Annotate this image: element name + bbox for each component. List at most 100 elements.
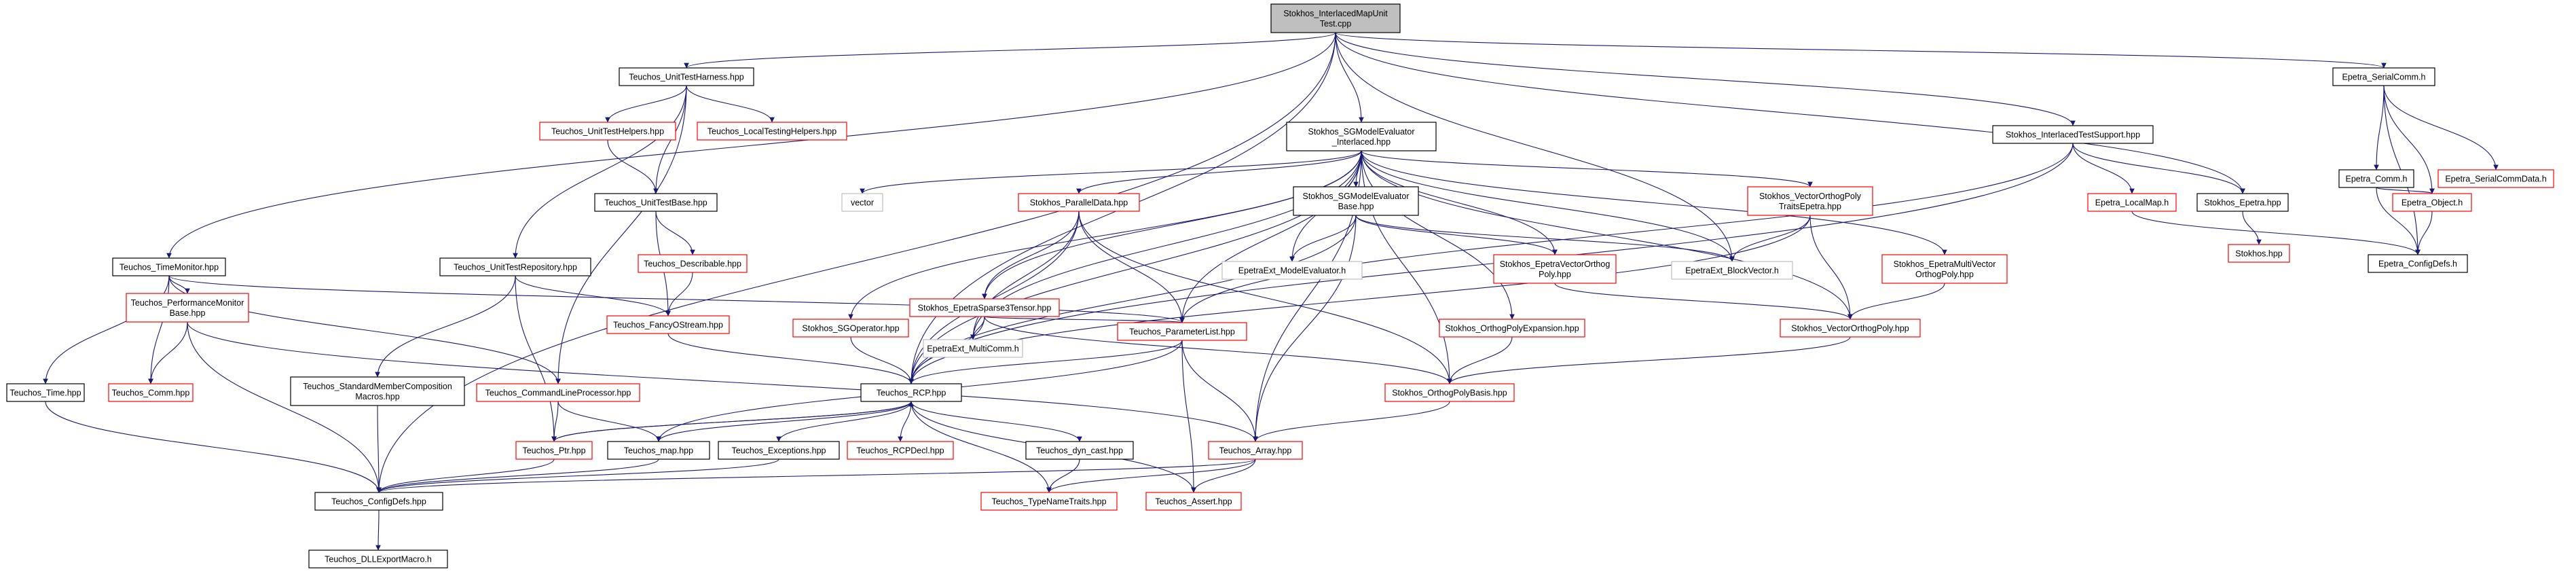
graph-node-map[interactable]: Teuchos_map.hpp: [607, 441, 710, 460]
edge-ec-to-eo: [2376, 187, 2435, 194]
graph-node-ecd[interactable]: Epetra_ConfigDefs.h: [2368, 254, 2468, 273]
edge-rcp-to-map: [656, 401, 912, 442]
node-label: Base.hpp: [170, 308, 206, 318]
node-box: [6, 383, 85, 402]
node-box: [792, 319, 909, 338]
edge-vope-to-ebv: [1729, 215, 1811, 262]
edge-uth-to-uthelp: [605, 85, 687, 123]
graph-node-elm[interactable]: Epetra_LocalMap.h: [2087, 193, 2177, 212]
node-box: [1270, 3, 1401, 33]
edge-meib-to-eme: [1289, 215, 1357, 262]
graph-node-lth[interactable]: Teuchos_LocalTestingHelpers.hpp: [697, 122, 847, 141]
graph-node-comm[interactable]: Teuchos_Comm.hpp: [108, 383, 194, 402]
graph-node-uth[interactable]: Teuchos_UnitTestHarness.hpp: [619, 67, 754, 86]
graph-node-tm[interactable]: Teuchos_TimeMonitor.hpp: [112, 257, 226, 276]
graph-node-pl[interactable]: Teuchos_ParameterList.hpp: [1117, 322, 1247, 341]
graph-node-clp[interactable]: Teuchos_CommandLineProcessor.hpp: [476, 383, 640, 402]
edge-pl-to-arr: [1181, 340, 1258, 442]
node-box: [2368, 254, 2468, 273]
node-label: EpetraExt_BlockVector.h: [1685, 266, 1779, 276]
graph-node-tcd[interactable]: Teuchos_ConfigDefs.hpp: [314, 492, 443, 511]
edge-rcp-to-tnt: [910, 401, 1052, 493]
node-box: [112, 257, 226, 276]
graph-node-vop[interactable]: Stokhos_VectorOrthogPoly.hpp: [1780, 319, 1921, 338]
node-box: [308, 550, 448, 569]
node-box: [126, 293, 249, 323]
edge-smc-to-tcd: [376, 405, 382, 493]
graph-node-rcpd[interactable]: Teuchos_RCPDecl.hpp: [847, 441, 954, 460]
edge-esc-to-eo: [2383, 85, 2435, 194]
graph-node-rcp[interactable]: Teuchos_RCP.hpp: [860, 383, 962, 402]
graph-node-opb[interactable]: Stokhos_OrthogPolyBasis.hpp: [1384, 383, 1515, 402]
graph-node-desc[interactable]: Teuchos_Describable.hpp: [638, 254, 748, 273]
edge-mei-to-opb: [1361, 150, 1452, 384]
node-box: [607, 441, 710, 460]
node-box: [1747, 186, 1873, 216]
node-box: [290, 376, 465, 406]
graph-node-time[interactable]: Teuchos_Time.hpp: [6, 383, 85, 402]
graph-node-its[interactable]: Stokhos_InterlacedTestSupport.hpp: [1992, 125, 2154, 144]
graph-node-smc[interactable]: Teuchos_StandardMemberCompositionMacros.…: [290, 376, 465, 406]
graph-node-utb[interactable]: Teuchos_UnitTestBase.hpp: [594, 193, 718, 212]
node-box: [847, 441, 954, 460]
edge-tcd-to-dll: [375, 509, 381, 551]
node-label: Teuchos_Ptr.hpp: [522, 446, 585, 456]
node-label: Stokhos_SGModelEvaluator: [1302, 192, 1409, 201]
edge-root-to-uth: [684, 32, 1336, 69]
graph-node-assert[interactable]: Teuchos_Assert.hpp: [1145, 492, 1242, 511]
node-box: [1117, 322, 1247, 341]
node-box: [108, 383, 194, 402]
node-label: Stokhos_OrthogPolyBasis.hpp: [1392, 389, 1507, 398]
edge-vope-to-vop: [1809, 215, 1853, 320]
edge-mei-to-pl: [1179, 150, 1362, 323]
graph-node-eo[interactable]: Epetra_Object.h: [2392, 193, 2472, 212]
node-label: TraitsEpetra.hpp: [1779, 202, 1841, 211]
graph-node-sgop[interactable]: Stokhos_SGOperator.hpp: [792, 319, 909, 338]
node-box: [2338, 169, 2414, 188]
edge-rcp-to-exc: [776, 401, 912, 442]
node-box: [2196, 193, 2289, 212]
edge-mei-to-emvop: [1361, 150, 1947, 255]
edge-evop-to-vop: [1554, 283, 1853, 320]
graph-node-tnt[interactable]: Teuchos_TypeNameTraits.hpp: [980, 492, 1118, 511]
node-box: [439, 257, 591, 276]
node-box: [1439, 319, 1585, 338]
graph-node-arr[interactable]: Teuchos_Array.hpp: [1208, 441, 1303, 460]
graph-node-stokhos[interactable]: Stokhos.hpp: [2228, 244, 2290, 263]
edge-ope-to-opb: [1447, 336, 1513, 384]
node-label: Teuchos_UnitTestHarness.hpp: [629, 73, 744, 82]
graph-node-ec[interactable]: Epetra_Comm.h: [2338, 169, 2414, 188]
graph-node-esc[interactable]: Epetra_SerialComm.h: [2332, 67, 2435, 86]
graph-node-pd[interactable]: Stokhos_ParallelData.hpp: [1018, 193, 1140, 212]
edge-sgop-to-rcp: [850, 336, 914, 384]
node-label: Teuchos_Describable.hpp: [644, 259, 741, 269]
graph-node-ess[interactable]: Stokhos_EpetraSparse3Tensor.hpp: [909, 298, 1060, 317]
node-label: Stokhos_InterlacedTestSupport.hpp: [2006, 130, 2140, 140]
node-box: [2437, 169, 2554, 188]
graph-node-utr[interactable]: Teuchos_UnitTestRepository.hpp: [439, 257, 591, 276]
edge-utr-to-smc: [375, 275, 516, 378]
node-label: Teuchos_Exceptions.hpp: [732, 446, 826, 456]
graph-node-dll[interactable]: Teuchos_DLLExportMacro.h: [308, 550, 448, 569]
graph-node-exc[interactable]: Teuchos_Exceptions.hpp: [718, 441, 840, 460]
graph-node-mei[interactable]: Stokhos_SGModelEvaluator_Interlaced.hpp: [1286, 122, 1437, 151]
graph-node-se[interactable]: Stokhos_Epetra.hpp: [2196, 193, 2289, 212]
graph-node-ptr[interactable]: Teuchos_Ptr.hpp: [515, 441, 593, 460]
edge-root-to-esc: [1335, 32, 2387, 69]
graph-node-dyn[interactable]: Teuchos_dyn_cast.hpp: [1025, 441, 1134, 460]
edge-utb-to-desc: [655, 211, 695, 255]
edge-pl-to-assert: [1181, 340, 1196, 493]
graph-node-uthelp[interactable]: Teuchos_UnitTestHelpers.hpp: [539, 122, 676, 141]
graph-node-ope[interactable]: Stokhos_OrthogPolyExpansion.hpp: [1439, 319, 1585, 338]
node-label: Teuchos_UnitTestHelpers.hpp: [551, 127, 664, 137]
graph-node-escd[interactable]: Epetra_SerialCommData.h: [2437, 169, 2554, 188]
graph-node-emc: EpetraExt_MultiComm.h: [923, 339, 1023, 358]
graph-node-fos[interactable]: Teuchos_FancyOStream.hpp: [606, 315, 730, 334]
edge-root-to-se: [1335, 32, 2245, 194]
